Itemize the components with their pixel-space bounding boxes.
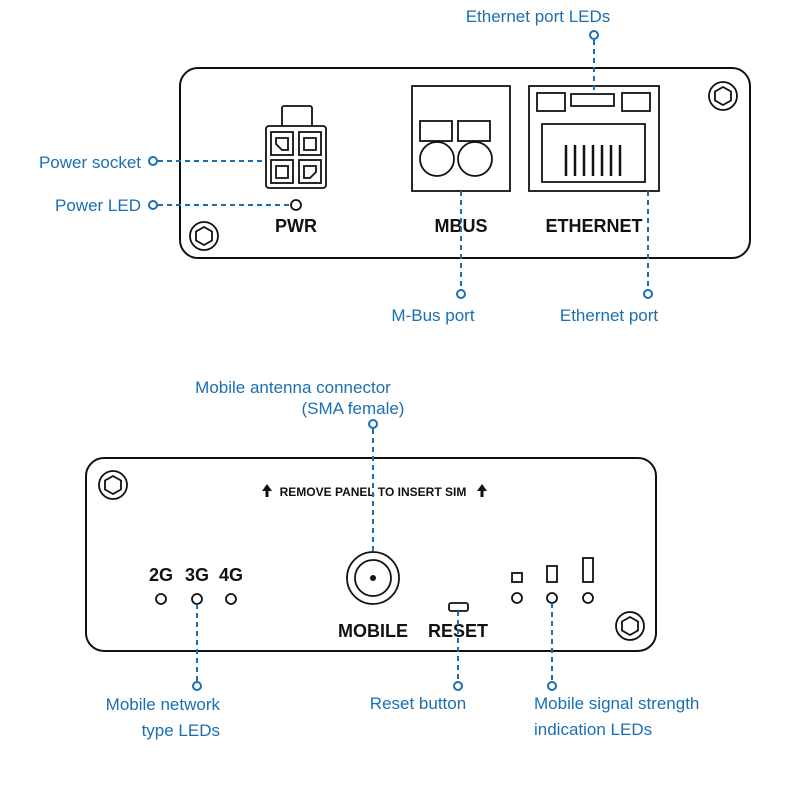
network-callout-line2: type LEDs xyxy=(142,721,220,740)
signal-led-3 xyxy=(582,592,594,604)
antenna-dot xyxy=(368,419,378,429)
led-2g xyxy=(155,593,167,605)
signal-leds-dot xyxy=(547,681,557,691)
reset-dot xyxy=(453,681,463,691)
led-2g-label: 2G xyxy=(149,565,173,585)
power-led-callout: Power LED xyxy=(55,196,141,215)
mobile-label: MOBILE xyxy=(338,621,408,641)
rj45-pins xyxy=(564,145,622,176)
network-leds-dot xyxy=(192,681,202,691)
signal-callout-line1: Mobile signal strength xyxy=(534,694,699,713)
up-arrow-icon xyxy=(262,484,272,497)
antenna-callout-line1: Mobile antenna connector xyxy=(195,378,391,397)
power-socket xyxy=(265,105,327,189)
signal-callout-line2: indication LEDs xyxy=(534,720,652,739)
bottom-left-screw xyxy=(98,470,128,500)
sim-notice: REMOVE PANEL TO INSERT SIM xyxy=(262,484,487,499)
led-4g-label: 4G xyxy=(219,565,243,585)
power-socket-dot xyxy=(148,156,158,166)
bottom-right-screw xyxy=(615,611,645,641)
signal-bar-high xyxy=(582,557,594,583)
antenna-callout-line2: (SMA female) xyxy=(302,399,405,418)
signal-bar-low xyxy=(511,572,523,583)
power-led xyxy=(290,199,302,211)
reset-button xyxy=(448,602,469,612)
power-socket-callout: Power socket xyxy=(39,153,141,172)
ethernet-label: ETHERNET xyxy=(545,216,642,236)
ethernet-port-leds-callout: Ethernet port LEDs xyxy=(466,7,611,26)
led-3g xyxy=(191,593,203,605)
led-4g xyxy=(225,593,237,605)
ethernet-port xyxy=(528,85,660,192)
top-right-screw xyxy=(708,81,738,111)
pwr-label: PWR xyxy=(275,216,317,236)
mbus-port-dot xyxy=(456,289,466,299)
signal-led-1 xyxy=(511,592,523,604)
mbus-label: MBUS xyxy=(435,216,488,236)
mbus-port xyxy=(411,85,511,192)
led-3g-label: 3G xyxy=(185,565,209,585)
signal-led-2 xyxy=(546,592,558,604)
signal-bar-mid xyxy=(546,565,558,583)
antenna-connector xyxy=(346,551,400,605)
up-arrow-icon xyxy=(477,484,487,497)
ethernet-port-leds-dot xyxy=(589,30,599,40)
bottom-panel: REMOVE PANEL TO INSERT SIM 2G 3G 4G MOBI… xyxy=(85,457,657,652)
top-left-screw xyxy=(189,221,219,251)
ethernet-port-dot xyxy=(643,289,653,299)
power-led-dot xyxy=(148,200,158,210)
mbus-port-callout: M-Bus port xyxy=(391,306,474,325)
top-callouts: Ethernet port LEDs Power socket Power LE… xyxy=(39,7,658,325)
bottom-callouts: Mobile antenna connector (SMA female) Mo… xyxy=(106,378,700,740)
network-callout-line1: Mobile network xyxy=(106,695,221,714)
top-panel: PWR MBUS ETHERNET xyxy=(179,67,751,259)
reset-button-callout: Reset button xyxy=(370,694,466,713)
ethernet-port-callout: Ethernet port xyxy=(560,306,659,325)
